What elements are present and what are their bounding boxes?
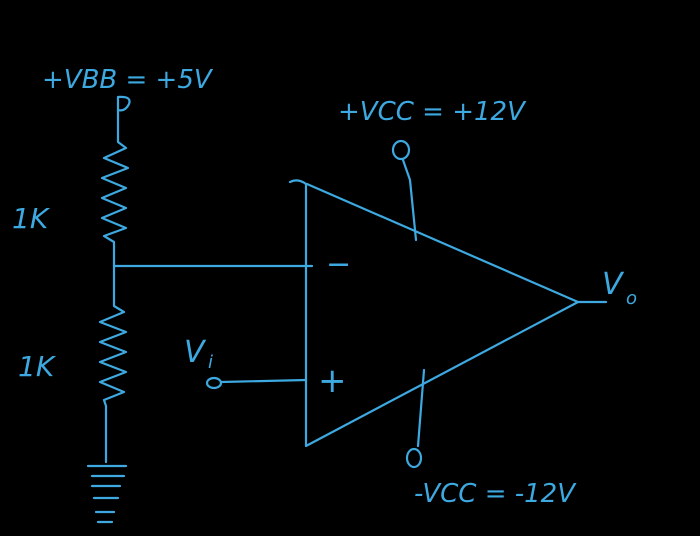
resistor-bottom-label: 1K bbox=[18, 350, 57, 383]
resistor-top bbox=[100, 114, 130, 268]
noninverting-sign: + bbox=[318, 361, 347, 401]
vi-subscript: i bbox=[208, 352, 213, 373]
vcc-neg-terminal bbox=[405, 447, 423, 469]
vbb-label: +VBB = +5V bbox=[42, 65, 214, 95]
ground-symbol bbox=[86, 464, 128, 524]
vcc-pos-wire bbox=[401, 158, 418, 242]
vbb-terminal bbox=[116, 95, 131, 118]
vcc-pos-label: +VCC = +12V bbox=[338, 97, 527, 127]
resistor-bottom bbox=[98, 264, 128, 464]
vcc-neg-wire bbox=[416, 368, 426, 448]
vo-label: V bbox=[602, 267, 625, 302]
vi-to-noninverting-wire bbox=[219, 378, 308, 384]
vcc-pos-terminal bbox=[391, 139, 411, 161]
vo-subscript: o bbox=[626, 288, 637, 309]
resistor-top-label: 1K bbox=[12, 202, 51, 235]
vi-terminal bbox=[205, 376, 223, 390]
inverting-sign: − bbox=[326, 247, 351, 282]
op-amp-triangle bbox=[288, 179, 580, 448]
vcc-neg-label: -VCC = -12V bbox=[414, 479, 577, 509]
vi-label: V bbox=[184, 335, 207, 370]
